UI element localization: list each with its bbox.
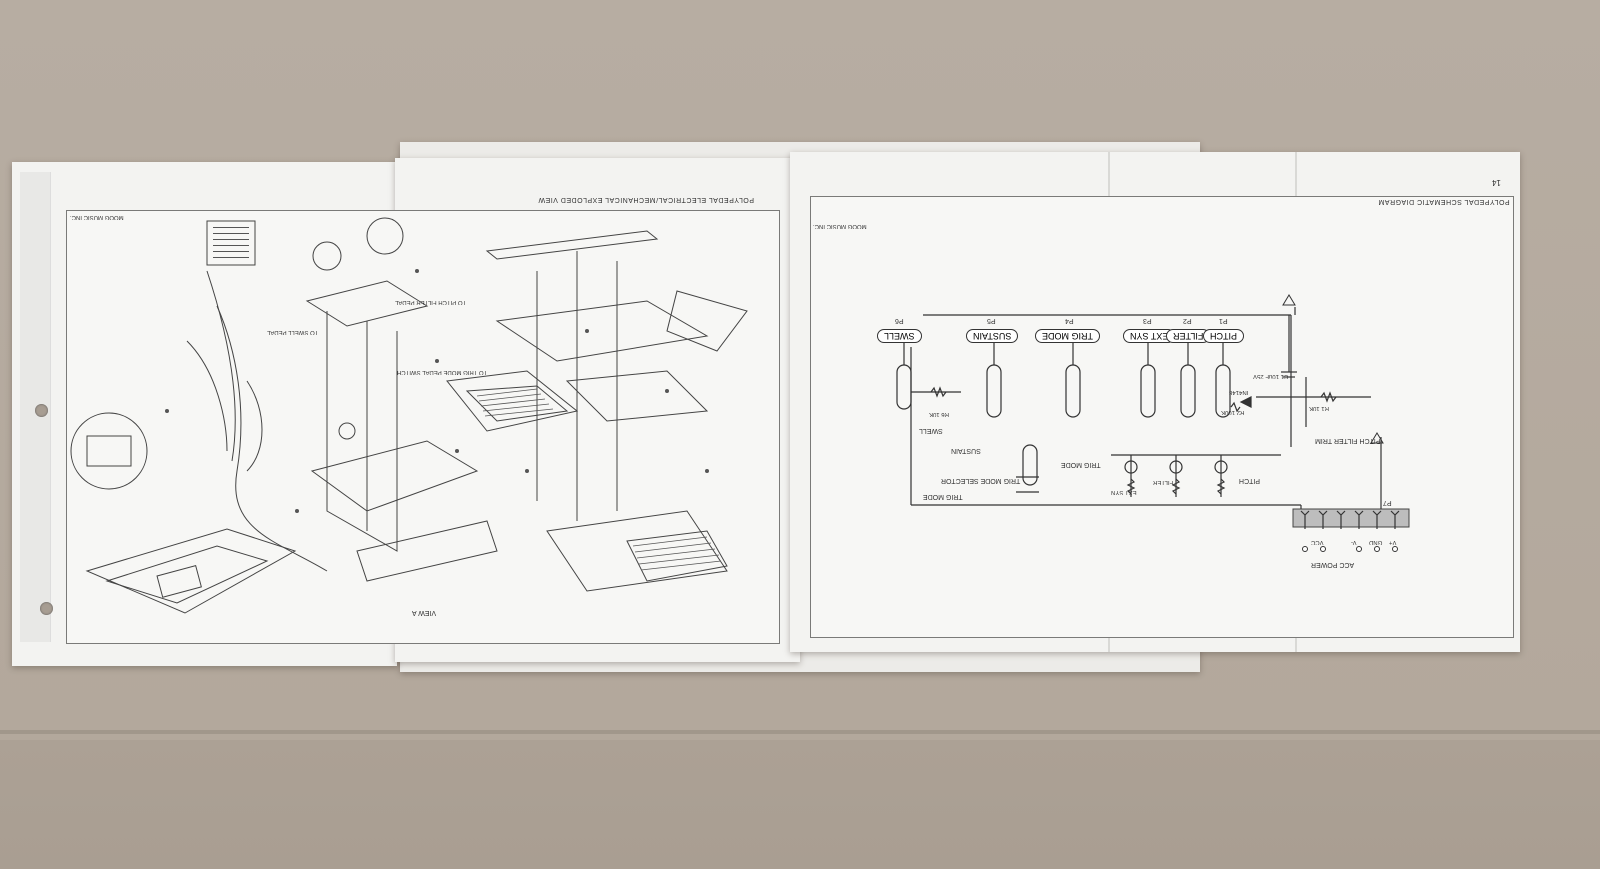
label-trig-mode-selector: TRIG MODE SELECTOR xyxy=(941,477,1021,484)
label-ext-syn: EXT SYN xyxy=(1111,489,1137,495)
pin-gnd: GND xyxy=(1369,539,1383,545)
pin-v-plus: V+ xyxy=(1389,539,1397,545)
label-r1: R1 10K xyxy=(1309,405,1330,411)
jack-p5-sustain: SUSTAIN xyxy=(973,331,1012,341)
exploded-view-frame: TO PITCH FILTER PEDAL TO TRIG MODE PEDAL… xyxy=(66,210,780,644)
view-a-label: VIEW A xyxy=(412,609,437,616)
label-pitch: PITCH xyxy=(1239,477,1260,484)
label-trig-mode-bottom: TRIG MODE xyxy=(923,493,963,500)
jack-p3-ext-syn: EXT SYN xyxy=(1130,331,1169,341)
binder-hole xyxy=(40,602,53,615)
label-d1: IN4148 xyxy=(1229,389,1249,395)
label-trig-mode-pedal: TO TRIG MODE PEDAL SWITCH xyxy=(397,369,488,375)
ref-p6: P6 xyxy=(895,317,904,324)
exploded-view-drawing xyxy=(70,217,748,614)
right-company-name: MOOG MUSIC INC. xyxy=(813,223,867,229)
table-edge xyxy=(0,730,1600,734)
ref-p3: P3 xyxy=(1143,317,1152,324)
ref-p4: P4 xyxy=(1065,317,1074,324)
label-trig-mode-side: TRIG MODE xyxy=(1061,461,1101,468)
pin-v-minus: V- xyxy=(1351,539,1357,545)
jack-p4-trig-mode: TRIG MODE xyxy=(1042,331,1093,341)
ref-p5: P5 xyxy=(987,317,996,324)
label-swell-pedal: TO SWELL PEDAL xyxy=(267,329,319,335)
label-p7: P7 xyxy=(1383,499,1392,506)
exploded-view-title: POLYPEDAL ELECTRICAL/MECHANICAL EXPLODED… xyxy=(538,196,754,203)
label-r6: R6 10K xyxy=(929,411,950,417)
label-pitch-filter-trim: PITCH FILTER TRIM xyxy=(1315,437,1381,444)
schematic-frame: SWELL SUSTAIN TRIG MODE EXT SYN FILTER P… xyxy=(810,196,1514,638)
label-pitch-filter-pedal: TO PITCH FILTER PEDAL xyxy=(395,299,467,305)
left-company-name: MOOG MUSIC INC. xyxy=(70,214,124,220)
label-r2: R2 100K xyxy=(1221,409,1245,415)
jack-p1-pitch: PITCH xyxy=(1210,331,1237,341)
label-filter: FILTER xyxy=(1153,479,1174,485)
pin-vcc: VCC xyxy=(1311,539,1324,545)
label-c1: C1 10uF 25V xyxy=(1253,373,1289,379)
ref-p1: P1 xyxy=(1219,317,1228,324)
schematic-title: POLYPEDAL SCHEMATIC DIAGRAM xyxy=(1378,198,1510,205)
jack-p6-swell: SWELL xyxy=(884,331,915,341)
page-number: 14 xyxy=(1492,178,1501,187)
schematic-drawing xyxy=(896,294,1410,552)
label-acc-power: ACC POWER xyxy=(1311,561,1355,568)
jack-p2-filter: FILTER xyxy=(1173,331,1204,341)
binder-hole xyxy=(35,404,48,417)
ref-p2: P2 xyxy=(1183,317,1192,324)
label-sustain: SUSTAIN xyxy=(951,447,981,454)
label-swell: SWELL xyxy=(919,427,943,434)
